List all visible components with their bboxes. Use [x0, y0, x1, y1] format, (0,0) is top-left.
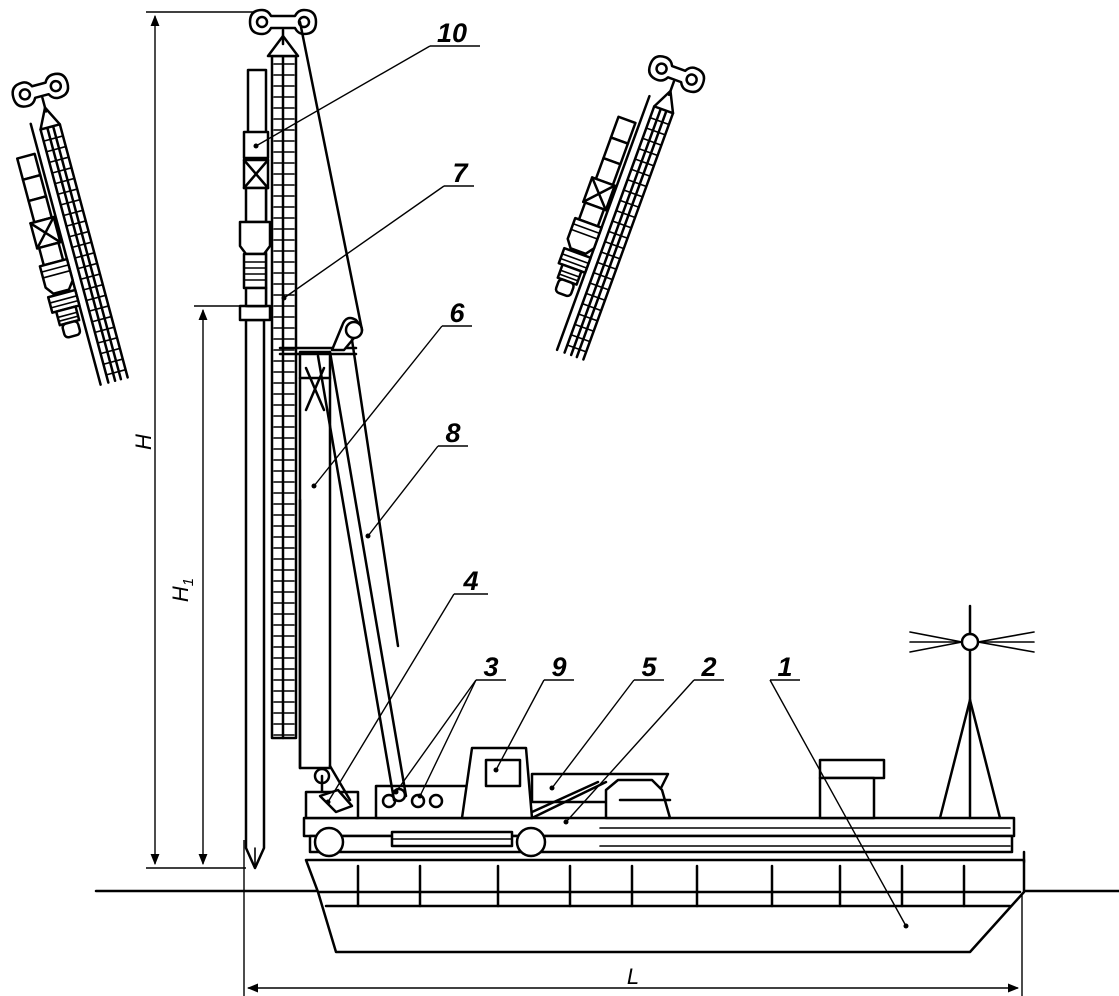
dimension-l: L	[243, 840, 1023, 996]
callout-2: 2	[700, 652, 716, 682]
barge-hull	[304, 850, 1026, 954]
mast-inclined-right	[529, 45, 709, 367]
dimension-h-label: H	[131, 434, 156, 450]
callout-1: 1	[777, 652, 792, 682]
callout-5: 5	[641, 652, 657, 682]
dimension-h1: H1	[168, 305, 262, 866]
callout-3: 3	[483, 652, 498, 682]
callout-10: 10	[437, 18, 467, 48]
callout-8: 8	[445, 418, 460, 448]
callout-6: 6	[449, 298, 465, 328]
dimension-h: H	[131, 11, 262, 869]
dimension-h1-subscript: 1	[180, 578, 197, 586]
pile-driver-mast	[238, 8, 408, 870]
crane-superstructure	[304, 746, 672, 820]
callout-9: 9	[551, 652, 566, 682]
callout-7: 7	[452, 158, 469, 188]
callout-leaders	[253, 45, 909, 929]
svg-text:H1: H1	[168, 578, 197, 602]
dimension-l-label: L	[627, 964, 639, 989]
deck	[302, 816, 1016, 858]
signal-mast	[909, 604, 1035, 820]
dimension-h1-label: H	[168, 586, 193, 602]
callout-4: 4	[462, 566, 478, 596]
mast-inclined-left	[0, 70, 147, 394]
